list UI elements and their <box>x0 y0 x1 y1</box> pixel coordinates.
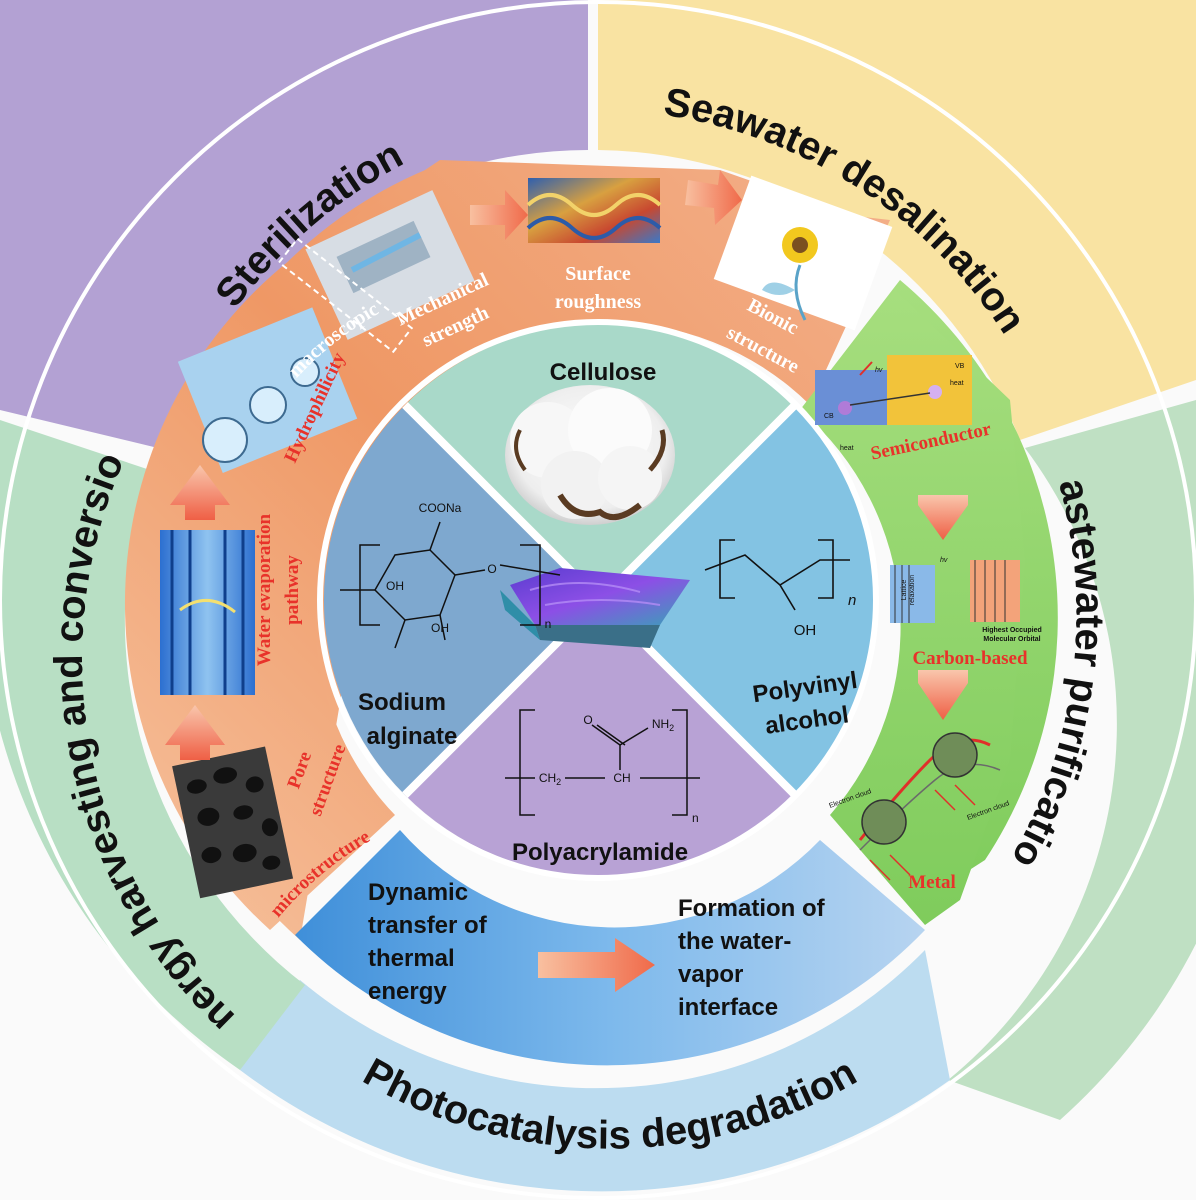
pva-n: n <box>848 592 856 609</box>
pore-structure-image <box>172 746 294 899</box>
cb-label: CB <box>824 413 834 420</box>
bottom-right-line-1: Formation of <box>678 895 826 922</box>
bottom-right-line-4: interface <box>678 994 778 1021</box>
water-pathway-image <box>160 530 255 695</box>
pva-structure <box>704 539 850 611</box>
hydrogel-block-image <box>500 568 690 648</box>
arrow-pore-to-pathway <box>165 705 225 760</box>
sodium-alginate-structure <box>340 521 561 649</box>
metal-label: Metal <box>908 872 955 893</box>
lattice-label: Lattice <box>901 580 908 601</box>
arrow-mech-to-surface <box>470 190 528 240</box>
pam-sector <box>405 600 795 877</box>
pam-ch: CH <box>613 771 630 785</box>
hv-label-1: hv <box>875 367 883 374</box>
homo-label-2: Molecular Orbital <box>983 636 1040 643</box>
photocatalysis-sector <box>240 950 950 1192</box>
bionic-structure-image <box>713 175 893 331</box>
pva-oh: OH <box>794 622 817 639</box>
alginate-oh-1: OH <box>386 579 404 593</box>
surface-roughness-image <box>526 178 662 243</box>
macroscopic-box <box>277 237 414 354</box>
heat-label-2: heat <box>950 380 964 387</box>
pam-o: O <box>583 713 592 727</box>
bottom-left-line-2: transfer of <box>368 912 488 939</box>
pam-n: n <box>692 811 699 825</box>
pva-sector <box>598 405 877 795</box>
heat-label-1: heat <box>840 445 854 452</box>
roughness-label: roughness <box>555 291 642 313</box>
bottom-left-line-1: Dynamic <box>368 879 468 906</box>
alginate-o-label: O <box>487 562 496 576</box>
homo-label-1: Highest Occupied <box>982 627 1042 634</box>
vb-label: VB <box>955 363 965 370</box>
sterilization-sector <box>0 0 588 448</box>
energy-sector <box>0 420 305 1070</box>
arrow-carbon-to-metal <box>918 670 968 720</box>
bottom-left-line-3: thermal <box>368 945 455 972</box>
pathway-label: pathway <box>282 555 303 625</box>
polyacrylamide-label: Polyacrylamide <box>512 839 688 866</box>
wastewater-sector <box>948 400 1196 1120</box>
arrow-semi-to-carbon <box>918 495 968 540</box>
alginate-label: alginate <box>367 723 458 750</box>
bottom-blue-band <box>295 830 925 1066</box>
mechanical-strength-image <box>305 190 475 340</box>
relaxation-label: relaxation <box>909 575 916 605</box>
arrow-pathway-to-hydro <box>170 465 230 520</box>
inner-circle-outline <box>317 319 879 881</box>
cotton-boll-image <box>505 385 675 525</box>
carbon-based-image <box>890 560 1020 623</box>
hydrophilicity-image <box>177 307 358 473</box>
semiconductor-image <box>815 355 972 425</box>
coona-label: COONa <box>419 501 462 515</box>
sodium-alginate-sector <box>323 405 598 795</box>
seawater-sector <box>598 0 1196 440</box>
pam-nh2: NH2 <box>652 717 674 733</box>
alginate-n: n <box>545 617 552 631</box>
pam-ch2: CH2 <box>539 771 561 787</box>
bottom-right-line-2: the water- <box>678 928 791 955</box>
surface-label: Surface <box>565 263 631 285</box>
cellulose-label: Cellulose <box>550 359 657 386</box>
arrow-surface-to-bionic <box>685 170 742 225</box>
bottom-left-line-4: energy <box>368 978 447 1005</box>
pam-structure <box>505 709 700 816</box>
sodium-label: Sodium <box>358 689 446 716</box>
bottom-arrow <box>538 938 655 992</box>
bottom-right-line-3: vapor <box>678 961 743 988</box>
alginate-oh-2: OH <box>431 621 449 635</box>
carbon-based-label: Carbon-based <box>912 648 1028 669</box>
water-evaporation-label: Water evaporation <box>254 513 275 666</box>
hv-label-2: hv <box>940 557 948 564</box>
metal-image <box>858 732 1001 881</box>
